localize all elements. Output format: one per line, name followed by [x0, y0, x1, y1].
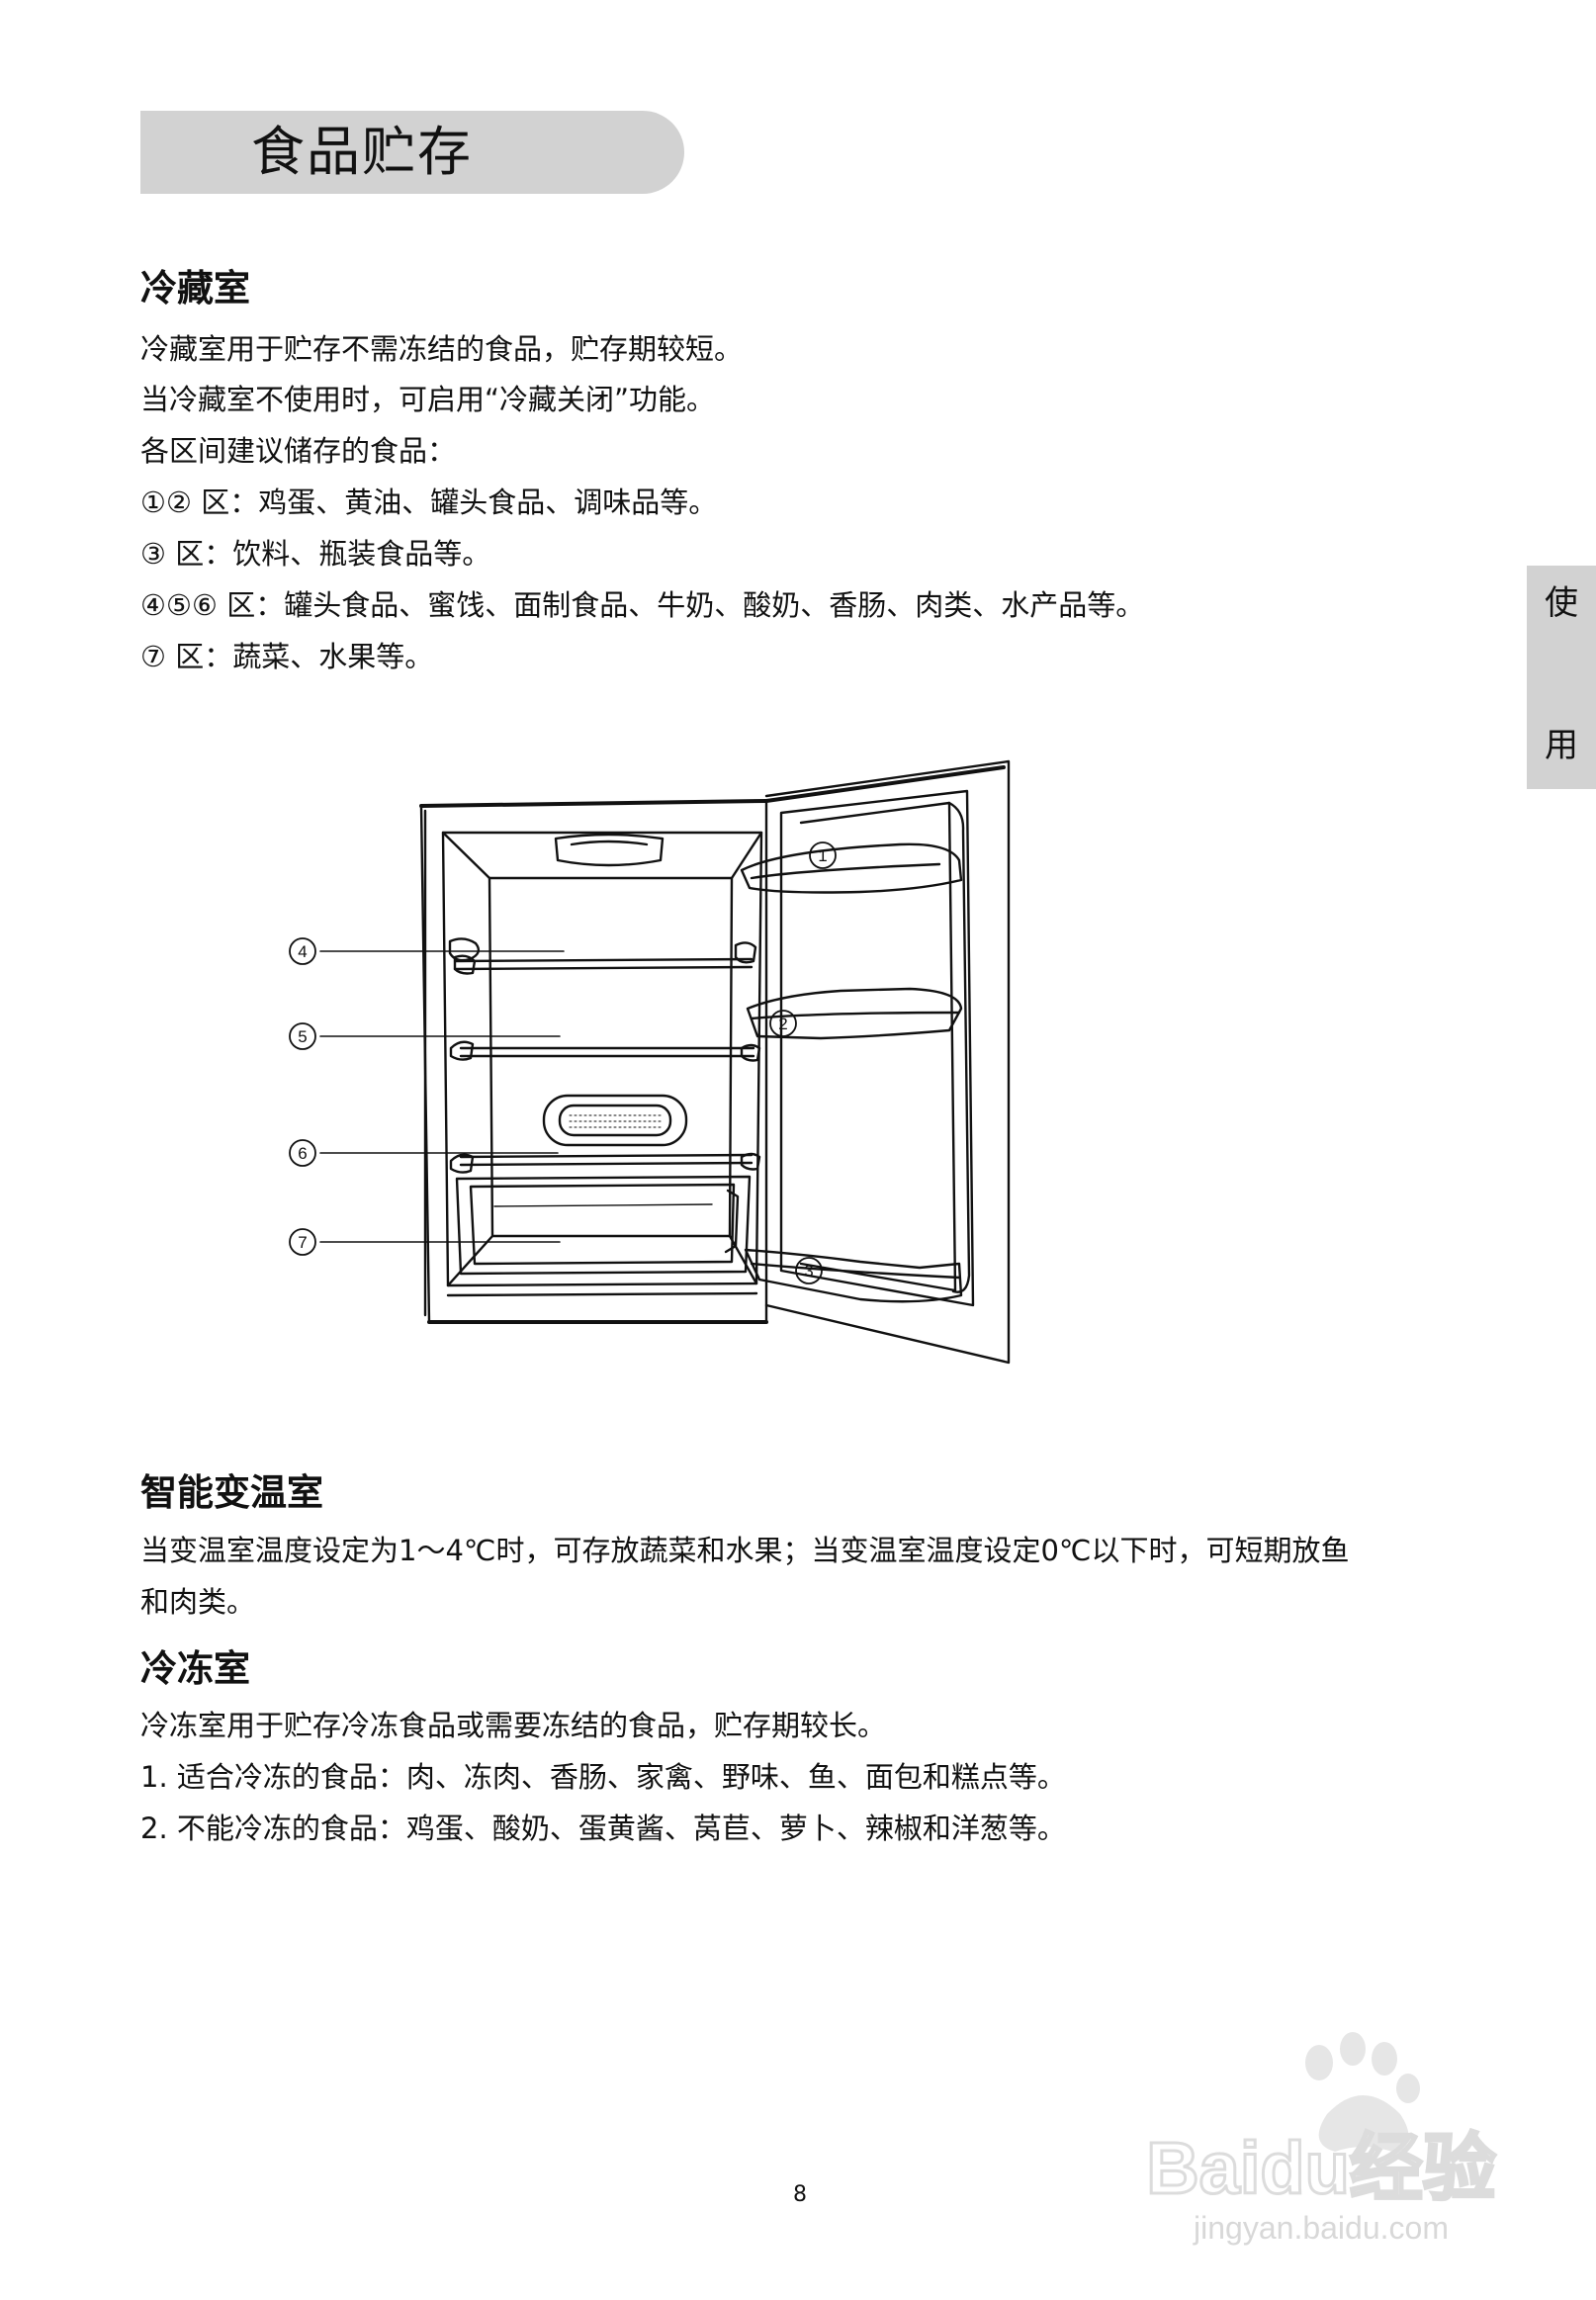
zone-marker-7	[289, 1228, 316, 1256]
side-tab-char-1: 使	[1545, 583, 1578, 623]
variable-line-1: 当变温室温度设定为1～4℃时，可存放蔬菜和水果；当变温室温度设定0℃以下时，可短…	[140, 1534, 1350, 1567]
freezer-line-2: 1. 适合冷冻的食品：肉、冻肉、香肠、家禽、野味、鱼、面包和糕点等。	[140, 1760, 1066, 1794]
watermark-url: jingyan.baidu.com	[1193, 2210, 1449, 2246]
refrigerator-heading: 冷藏室	[140, 267, 250, 310]
refrigerator-line-2: 当冷藏室不使用时，可启用“冷藏关闭”功能。	[140, 383, 716, 416]
refrigerator-line-4: ①② 区：鸡蛋、黄油、罐头食品、调味品等。	[140, 486, 718, 519]
zone-marker-1	[809, 841, 837, 869]
zone-marker-6	[289, 1139, 316, 1167]
zone-label-1: 1	[818, 846, 827, 865]
zone-marker-5	[289, 1022, 316, 1050]
refrigerator-line-5: ③ 区：饮料、瓶装食品等。	[140, 537, 491, 571]
freezer-line-3: 2. 不能冷冻的食品：鸡蛋、酸奶、蛋黄酱、莴苣、萝卜、辣椒和洋葱等。	[140, 1812, 1066, 1845]
crisper-control	[542, 1094, 688, 1147]
side-tab: 使 用	[1527, 566, 1596, 789]
door-bin-2	[746, 987, 963, 1040]
shelf-6	[459, 1153, 754, 1167]
light-cover	[554, 833, 665, 867]
zone-label-3: 3	[804, 1262, 813, 1281]
refrigerator-line-6: ④⑤⑥ 区：罐头食品、蜜饯、面制食品、牛奶、酸奶、香肠、肉类、水产品等。	[140, 588, 1145, 622]
freezer-heading: 冷冻室	[140, 1647, 250, 1690]
door-inner	[779, 789, 975, 1307]
side-tab-char-2: 用	[1545, 726, 1578, 765]
door-bin-3	[744, 1248, 963, 1303]
shelf-5	[459, 1046, 755, 1058]
watermark-brand: Baidu经验	[1146, 2127, 1496, 2209]
shelf-4	[453, 957, 754, 971]
refrigerator-line-7: ⑦ 区：蔬菜、水果等。	[140, 640, 434, 673]
zone-marker-3	[795, 1257, 823, 1284]
zone-label-5: 5	[298, 1027, 307, 1046]
zone-label-2: 2	[778, 1015, 787, 1033]
page-title: 食品贮存	[251, 121, 473, 183]
crisper-drawer	[455, 1175, 752, 1276]
refrigerator-diagram: 1 2 3 4 5 6 7	[289, 759, 1011, 1365]
refrigerator-line-1: 冷藏室用于贮存不需冻结的食品，贮存期较短。	[140, 332, 744, 366]
zone-marker-2	[769, 1010, 797, 1037]
paw-icon	[1305, 2032, 1420, 2152]
freezer-line-1: 冷冻室用于贮存冷冻食品或需要冻结的食品，贮存期较长。	[140, 1709, 887, 1742]
page-number: 8	[793, 2182, 807, 2207]
variable-heading: 智能变温室	[140, 1471, 323, 1514]
door-bin-1	[740, 842, 963, 894]
door-outline	[764, 759, 1011, 1365]
zone-label-6: 6	[298, 1144, 307, 1163]
refrigerator-line-3: 各区间建议储存的食品：	[140, 434, 457, 468]
zone-label-7: 7	[298, 1233, 307, 1252]
zone-label-4: 4	[298, 942, 307, 961]
zone-marker-4	[289, 937, 316, 965]
variable-line-2: 和肉类。	[140, 1585, 256, 1619]
baidu-watermark: Baidu经验 jingyan.baidu.com	[1145, 2032, 1497, 2246]
title-banner: 食品贮存	[140, 111, 684, 194]
